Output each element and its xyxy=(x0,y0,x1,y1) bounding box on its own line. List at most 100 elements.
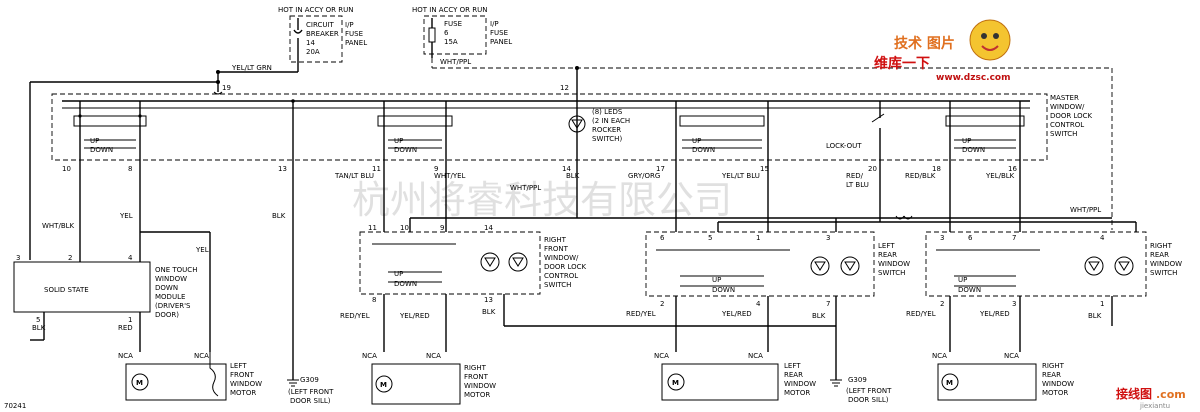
wire-yel-blk: YEL/BLK xyxy=(985,172,1015,180)
wire-red-blk: RED/BLK xyxy=(905,172,936,180)
down-label-rf2: DOWN xyxy=(394,280,417,288)
master-switch-led: (8) LEDS (2 IN EACH ROCKER SWITCH) 14 xyxy=(562,92,630,173)
lr-motor-label-2: REAR xyxy=(784,371,803,379)
one-touch-label-3: DOWN xyxy=(155,284,178,292)
circuit-breaker-block: HOT IN ACCY OR RUN CIRCUIT BREAKER 14 20… xyxy=(278,6,367,63)
one-touch-label-6: DOOR) xyxy=(155,311,179,319)
wire-blk-2: BLK xyxy=(566,172,580,180)
nca-lr-2: NCA xyxy=(748,352,763,360)
ip-fuse-panel-1a: I/P xyxy=(345,21,354,29)
watermark-text: 杭州将睿科技有限公司 xyxy=(352,178,732,222)
wire-wht-ppl-top: WHT/PPL xyxy=(440,58,471,66)
ground-g309-left: G309 (LEFT FRONT DOOR SILL) xyxy=(287,376,334,405)
rr-switch-label-1: RIGHT xyxy=(1150,242,1173,250)
lr-switch-label-1: LEFT xyxy=(878,242,895,250)
wire-yel-1: YEL xyxy=(119,212,133,220)
g309-label-2: G309 xyxy=(848,376,867,384)
rr-pin-3: 3 xyxy=(940,234,944,242)
motor-symbol-rr: M xyxy=(946,379,953,387)
wire-blk-1: BLK xyxy=(272,212,286,220)
fuse-label-1: FUSE xyxy=(444,20,462,28)
g309-sub-1a: (LEFT FRONT xyxy=(288,388,334,396)
logo-url-text: www.dzsc.com xyxy=(936,73,1010,83)
lr-pin-7: 7 xyxy=(826,300,830,308)
motor-symbol-lf: M xyxy=(136,379,143,387)
rr-motor-label-3: WINDOW xyxy=(1042,380,1074,388)
up-label-rr2: UP xyxy=(958,276,967,284)
lr-pin-1: 1 xyxy=(756,234,760,242)
master-label-5: SWITCH xyxy=(1050,130,1077,138)
master-label-2: WINDOW/ xyxy=(1050,103,1085,111)
wire-blk-3: BLK xyxy=(482,308,496,316)
rr-motor-label-2: REAR xyxy=(1042,371,1061,379)
up-label-rf2: UP xyxy=(394,270,403,278)
ip-fuse-panel-1c: PANEL xyxy=(345,39,367,47)
solid-state-label: SOLID STATE xyxy=(44,286,89,294)
ip-fuse-panel-2b: FUSE xyxy=(490,29,508,37)
leds-label-2: (2 IN EACH xyxy=(592,117,630,125)
down-label-lf: DOWN xyxy=(90,146,113,154)
one-touch-label-5: (DRIVER'S xyxy=(155,302,191,310)
wire-yel-red-1: YEL/RED xyxy=(399,312,430,320)
rf-motor-label-2: FRONT xyxy=(464,373,489,381)
rf-switch-label-5: CONTROL xyxy=(544,272,578,280)
pin-18: 18 xyxy=(932,165,941,173)
module-pin-4: 4 xyxy=(128,254,133,262)
wire-gry-org: GRY/ORG xyxy=(628,172,660,180)
master-label-1: MASTER xyxy=(1050,94,1079,102)
rf-switch-label-4: DOOR LOCK xyxy=(544,263,587,271)
wire-yel-2: YEL xyxy=(195,246,209,254)
corner-logo: 接线图 .com jiexiantu xyxy=(1116,386,1186,410)
left-front-motor: NCA NCA M LEFT FRONT WINDOW MOTOR xyxy=(118,352,262,401)
rr-switch-label-2: REAR xyxy=(1150,251,1169,259)
pin-14: 14 xyxy=(562,165,571,173)
rf-switch-label-2: FRONT xyxy=(544,245,569,253)
up-label-lr: UP xyxy=(692,137,701,145)
right-front-switch: 11 10 9 14 UP DOWN RIGHT FRONT WINDOW/ D… xyxy=(340,224,836,352)
module-pin-2: 2 xyxy=(68,254,72,262)
lr-switch-label-2: REAR xyxy=(878,251,897,259)
motor-symbol-lr: M xyxy=(672,379,679,387)
dzsc-logo: 技术 图片 维库一下 www.dzsc.com xyxy=(874,19,1011,83)
interconnect-wires: WHT/BLK YEL YEL BLK TAN/LT BLU WHT/YEL B… xyxy=(42,160,1137,380)
master-switch-lockout: LOCK-OUT 20 xyxy=(826,101,885,173)
nca-rf-1: NCA xyxy=(362,352,377,360)
rf-pin-10: 10 xyxy=(400,224,409,232)
pin-8: 8 xyxy=(128,165,132,173)
master-label-3: DOOR LOCK xyxy=(1050,112,1093,120)
rf-motor-label-3: WINDOW xyxy=(464,382,496,390)
logo-cn-text: 维库一下 xyxy=(874,55,930,72)
g309-sub-2a: (LEFT FRONT xyxy=(846,387,892,395)
master-switch-lf-section: UP DOWN 10 8 xyxy=(62,101,147,173)
pin-10: 10 xyxy=(62,165,71,173)
cb-label-2: BREAKER xyxy=(306,30,339,38)
rr-motor-label-1: RIGHT xyxy=(1042,362,1065,370)
rf-switch-label-1: RIGHT xyxy=(544,236,567,244)
master-switch-rr-section: UP DOWN 18 16 xyxy=(932,101,1025,173)
wire-red-yel-3: RED/YEL xyxy=(906,310,936,318)
motor-symbol-rf: M xyxy=(380,381,387,389)
g309-label-1: G309 xyxy=(300,376,319,384)
up-label-rf: UP xyxy=(394,137,403,145)
down-label-rr2: DOWN xyxy=(958,286,981,294)
wire-red-yel-1: RED/YEL xyxy=(340,312,370,320)
corner-logo-text: 接线图 xyxy=(1116,386,1152,401)
lf-motor-label-1: LEFT xyxy=(230,362,247,370)
connector-19: 19 xyxy=(222,84,231,92)
leds-label-3: ROCKER xyxy=(592,126,621,134)
feed-wires: YEL/LT GRN 19 WHT/PPL 12 xyxy=(29,58,1113,260)
up-label-lr2: UP xyxy=(712,276,721,284)
right-rear-switch: 3 6 7 4 UP DOWN RIGHT REAR WINDOW SWITCH… xyxy=(906,231,1182,352)
wire-wht-ppl-mid: WHT/PPL xyxy=(510,184,541,192)
leds-label-4: SWITCH) xyxy=(592,135,622,143)
nca-rr-2: NCA xyxy=(1004,352,1019,360)
wire-tan-lt-blu: TAN/LT BLU xyxy=(334,172,374,180)
pin-20: 20 xyxy=(868,165,877,173)
wire-red: RED xyxy=(118,324,133,332)
master-switch-rf-section: UP DOWN 11 9 xyxy=(372,101,453,173)
lf-motor-label-4: MOTOR xyxy=(230,389,256,397)
down-label-lr: DOWN xyxy=(692,146,715,154)
ground-g309-right: G309 (LEFT FRONT DOOR SILL) xyxy=(830,376,892,404)
left-rear-motor: NCA NCA M LEFT REAR WINDOW MOTOR xyxy=(654,352,816,401)
